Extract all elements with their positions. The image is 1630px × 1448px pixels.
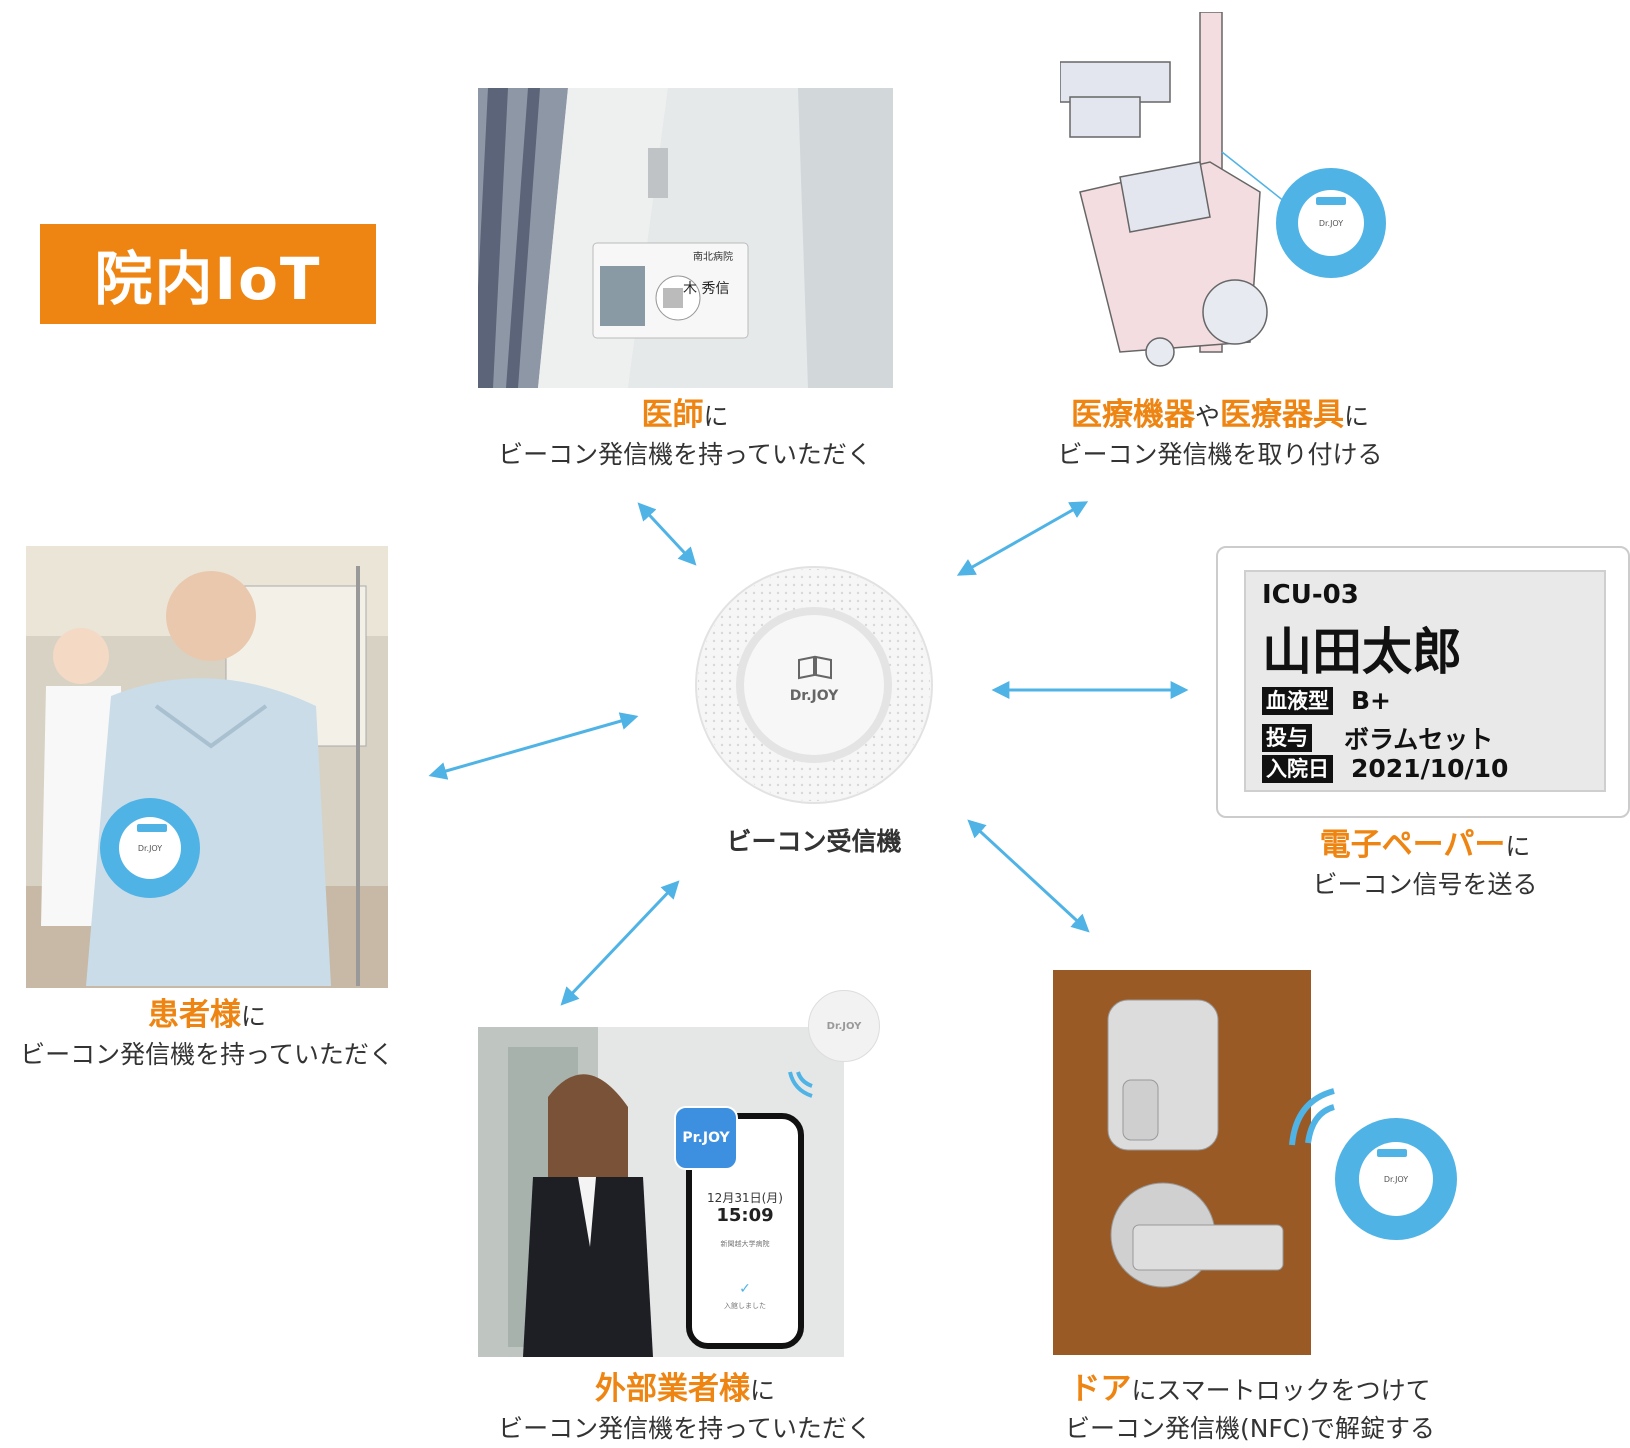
equipment-line2: ビーコン発信機を取り付ける	[1057, 440, 1383, 469]
doctor-highlight: 医師	[641, 397, 704, 433]
beacon-receiver: Dr.JOY	[694, 565, 934, 805]
badge-name: 木 秀信	[683, 281, 729, 297]
epaper-room: ICU-03	[1262, 580, 1359, 610]
phone-time: 15:09	[716, 1205, 774, 1226]
door-tag-brand: Dr.JOY	[1383, 1174, 1409, 1184]
epaper-highlight: 電子ペーパー	[1319, 827, 1506, 863]
electronic-paper: ICU-03 山田太郎 血液型 B+ 投与 ボラムセット 入院日 2021/10…	[1216, 546, 1630, 818]
equipment-caption: 医療機器や医療器具に ビーコン発信機を取り付ける	[1020, 396, 1420, 474]
equipment-highlight2: 医療器具	[1220, 397, 1344, 433]
patient-highlight: 患者様	[147, 997, 241, 1033]
visitor-phone: 12月31日(月) 15:09 新聞越大学病院 ✓ 入館しました	[686, 1113, 804, 1349]
epaper-row-value: ボラムセット	[1344, 725, 1494, 754]
epaper-row-label: 投与	[1262, 724, 1312, 752]
door-beacon-tag: Dr.JOY	[1335, 1118, 1457, 1240]
phone-place: 新聞越大学病院	[720, 1240, 770, 1248]
visitor-tag-brand: Dr.JOY	[826, 1020, 862, 1032]
visitor-caption: 外部業者様に ビーコン発信機を持っていただく	[440, 1370, 930, 1448]
door-signal-icon	[1289, 1088, 1335, 1146]
epaper-row-label: 血液型	[1262, 686, 1333, 715]
epaper-row-value: B+	[1351, 686, 1392, 715]
badge-hospital: 南北病院	[693, 250, 733, 263]
patient-suffix: に	[240, 1002, 266, 1031]
doctor-photo: 南北病院 木 秀信	[478, 88, 893, 388]
epaper-suffix: に	[1505, 832, 1531, 861]
wireless-signal-icon	[788, 1071, 813, 1098]
patient-line2: ビーコン発信機を持っていただく	[20, 1040, 394, 1069]
equipment-mid: や	[1194, 402, 1220, 431]
epaper-row-dose: 投与 ボラムセット	[1262, 720, 1493, 756]
pr-joy-app-icon: Pr.JOY	[674, 1106, 738, 1170]
epaper-row-blood: 血液型 B+	[1262, 686, 1391, 715]
doctor-caption: 医師に ビーコン発信機を持っていただく	[440, 396, 930, 474]
patient-beacon-tag: Dr.JOY	[100, 798, 200, 898]
patient-tag-brand: Dr.JOY	[137, 843, 163, 853]
doctor-line2: ビーコン発信機を持っていただく	[498, 440, 872, 469]
equipment-highlight1: 医療機器	[1070, 397, 1195, 433]
check-icon: ✓	[739, 1281, 751, 1297]
epaper-screen: ICU-03 山田太郎 血液型 B+ 投与 ボラムセット 入院日 2021/10…	[1244, 570, 1606, 792]
arrow-visitor	[560, 880, 680, 1006]
app-name: Pr.JOY	[682, 1130, 730, 1146]
visitor-beacon-tag: Dr.JOY	[808, 990, 880, 1062]
epaper-row-admission: 入院日 2021/10/10	[1262, 754, 1508, 783]
arrow-equipment	[956, 501, 1089, 576]
phone-date: 12月31日(月)	[707, 1191, 783, 1205]
page-title: 院内IoT	[40, 224, 376, 324]
epaper-line2: ビーコン信号を送る	[1312, 870, 1538, 899]
door-panel	[1053, 970, 1311, 1355]
door-line2: ビーコン発信機(NFC)で解錠する	[1064, 1414, 1436, 1443]
epaper-row-label: 入院日	[1262, 754, 1333, 783]
equipment-tag-brand: Dr.JOY	[1318, 218, 1344, 228]
patient-photo	[26, 546, 388, 988]
patient-caption: 患者様に ビーコン発信機を持っていただく	[0, 996, 414, 1074]
epaper-caption: 電子ペーパーに ビーコン信号を送る	[1230, 826, 1620, 904]
arrow-doctor	[637, 502, 697, 566]
visitor-line2: ビーコン発信機を持っていただく	[498, 1414, 872, 1443]
door-caption: ドアにスマートロックをつけて ビーコン発信機(NFC)で解錠する	[1040, 1370, 1460, 1448]
epaper-patient-name: 山田太郎	[1262, 623, 1462, 681]
phone-status: 入館しました	[724, 1302, 766, 1310]
epaper-row-value: 2021/10/10	[1351, 754, 1509, 783]
visitor-suffix: に	[749, 1376, 775, 1405]
receiver-label: ビーコン受信機	[726, 827, 902, 856]
visitor-highlight: 外部業者様	[594, 1371, 750, 1407]
arrow-patient	[428, 712, 639, 780]
arrow-door	[967, 819, 1090, 933]
receiver-brand: Dr.JOY	[790, 688, 839, 704]
equipment-illustration	[1059, 11, 1400, 374]
equipment-beacon-tag: Dr.JOY	[1276, 168, 1386, 278]
door-highlight: ドア	[1069, 1371, 1132, 1407]
equipment-suffix: に	[1344, 402, 1370, 431]
visitor-photo	[478, 1027, 844, 1357]
doctor-suffix: に	[703, 402, 729, 431]
door-suffix: にスマートロックをつけて	[1131, 1376, 1431, 1405]
